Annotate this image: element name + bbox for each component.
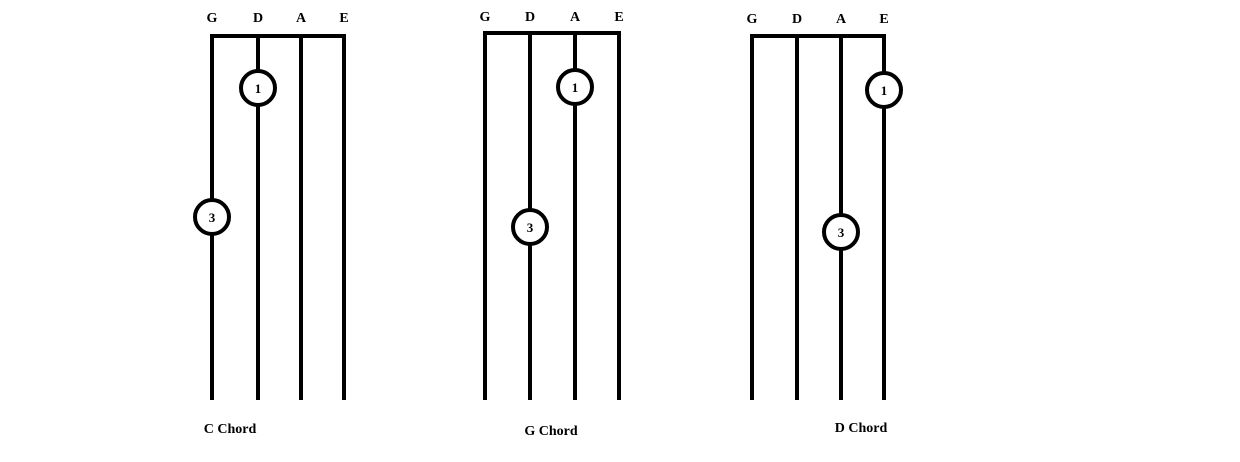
finger-marker	[511, 208, 549, 246]
string-label-A: A	[296, 11, 307, 26]
string-label-E: E	[879, 12, 888, 27]
string-label-G: G	[207, 11, 218, 26]
string-label-D: D	[792, 12, 802, 27]
finger-marker	[239, 69, 277, 107]
chord-diagram-2: G D A E 1 3 D Chord	[747, 12, 903, 436]
string-label-A: A	[836, 12, 847, 27]
finger-marker	[822, 213, 860, 251]
finger-marker	[193, 198, 231, 236]
finger-number: 1	[881, 83, 888, 98]
finger-number: 3	[209, 210, 216, 225]
string-label-G: G	[747, 12, 758, 27]
finger-number: 1	[255, 81, 262, 96]
chord-name: C Chord	[204, 422, 257, 437]
string-label-A: A	[570, 10, 581, 25]
finger-number: 3	[838, 225, 845, 240]
string-label-D: D	[253, 11, 263, 26]
finger-marker	[865, 71, 903, 109]
string-label-D: D	[525, 10, 535, 25]
chord-diagram-1: G D A E 1 3 G Chord	[480, 10, 624, 439]
finger-marker	[556, 68, 594, 106]
chord-diagram-0: G D A E 1 3 C Chord	[193, 11, 349, 437]
finger-number: 3	[527, 220, 534, 235]
chord-name: G Chord	[524, 424, 578, 439]
finger-number: 1	[572, 80, 579, 95]
string-label-E: E	[614, 10, 623, 25]
string-label-G: G	[480, 10, 491, 25]
chord-name: D Chord	[835, 421, 888, 436]
string-label-E: E	[339, 11, 348, 26]
